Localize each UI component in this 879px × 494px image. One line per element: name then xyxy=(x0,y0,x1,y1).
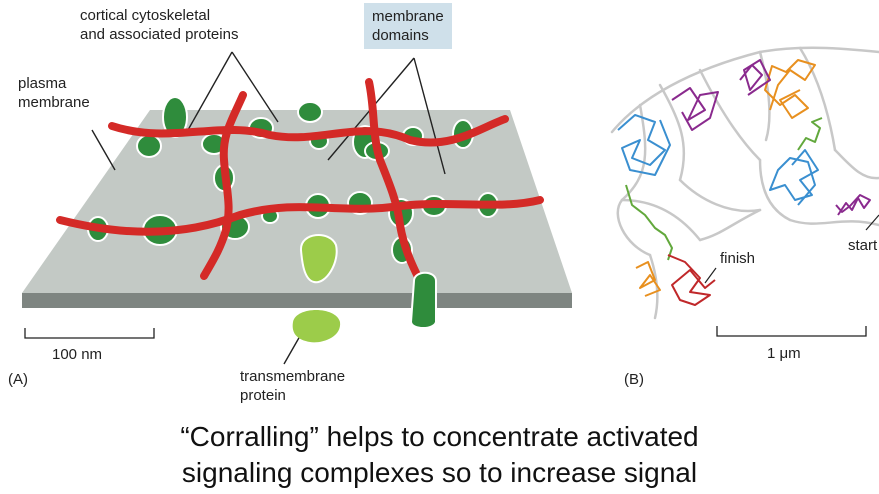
scale-label-b: 1 μm xyxy=(767,345,801,362)
track-red xyxy=(667,254,716,306)
track-purple-3 xyxy=(671,87,719,131)
scale-bar-1um xyxy=(716,326,867,337)
track-green-2 xyxy=(625,184,673,261)
panel-a-label: (A) xyxy=(8,371,28,388)
track-blue-2 xyxy=(617,114,671,176)
start-label: start xyxy=(848,237,878,254)
track-purple-1 xyxy=(835,194,871,216)
transmembrane-proteins xyxy=(292,233,437,343)
finish-pointer xyxy=(704,267,717,284)
track-blue-1 xyxy=(769,149,819,206)
finish-label: finish xyxy=(720,250,756,267)
track-orange-2 xyxy=(635,261,661,297)
track-purple-2 xyxy=(739,59,771,96)
track-green-1 xyxy=(797,117,823,151)
cytoskeleton-label: cortical cytoskeletal and associated pro… xyxy=(80,7,239,43)
membrane-domains-label: membrane domains xyxy=(364,3,452,49)
cortical-actin-filaments xyxy=(56,78,544,285)
corral-outlines xyxy=(610,46,879,320)
plasma-membrane-label: plasma membrane xyxy=(18,75,90,111)
panel-b-label: (B) xyxy=(624,371,644,388)
scale-bar-100nm xyxy=(24,328,155,339)
scale-label-a: 100 nm xyxy=(52,346,103,363)
transmembrane-protein-label: transmembrane protein xyxy=(240,368,346,404)
track-orange-1 xyxy=(764,59,816,119)
start-pointer xyxy=(865,214,879,231)
single-particle-tracks xyxy=(617,59,871,306)
slide-caption: “Corralling” helps to concentrate activa… xyxy=(180,421,699,488)
